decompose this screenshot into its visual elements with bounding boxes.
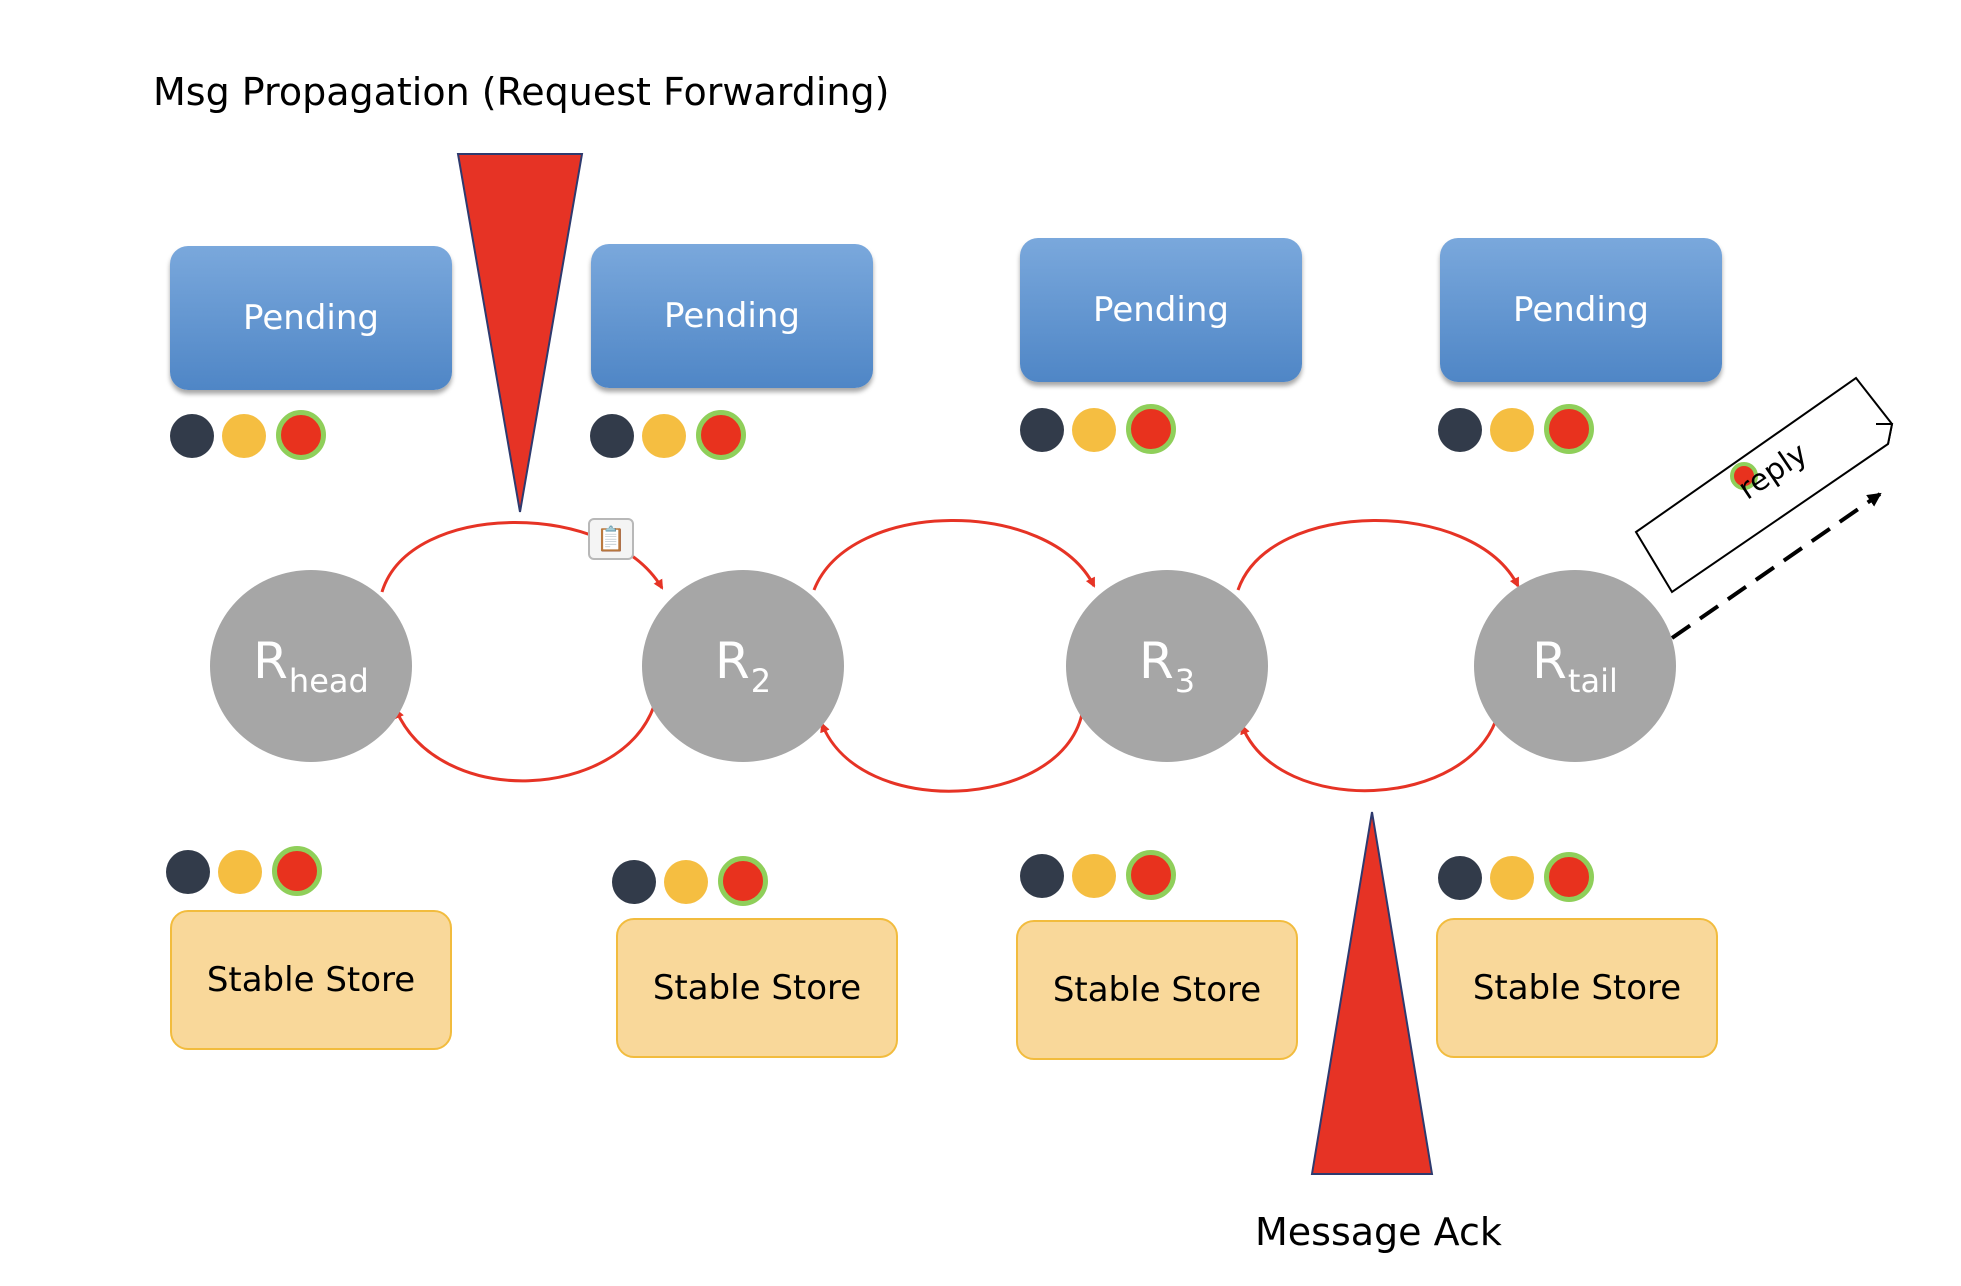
dot-yellow xyxy=(1490,856,1534,900)
replica-node-r2: R2 xyxy=(642,570,844,762)
dot-yellow xyxy=(642,414,686,458)
forward-arrow-r2-r3 xyxy=(812,519,1096,591)
ack-arrow-r2-head xyxy=(394,705,656,783)
dot-red xyxy=(696,410,746,460)
dot-red xyxy=(1126,404,1176,454)
dot-yellow xyxy=(664,860,708,904)
stable-store-tail: Stable Store xyxy=(1436,918,1718,1058)
dot-red xyxy=(1126,850,1176,900)
ack-triangle xyxy=(1310,811,1434,1175)
pending-dots-head xyxy=(170,410,340,460)
forward-arrow-r3-tail xyxy=(1236,519,1520,591)
node-label: Rtail xyxy=(1532,632,1618,700)
forward-arrow-head-r2 xyxy=(380,521,664,593)
node-label: R2 xyxy=(714,632,772,700)
dot-dark xyxy=(1020,408,1064,452)
dot-yellow xyxy=(1490,408,1534,452)
dot-dark xyxy=(1438,408,1482,452)
dot-red xyxy=(272,846,322,896)
dot-dark xyxy=(166,850,210,894)
replica-node-r3: R3 xyxy=(1066,570,1268,762)
clipboard-icon: 📋 xyxy=(588,518,634,560)
replica-node-tail: Rtail xyxy=(1474,570,1676,762)
pending-box-tail: Pending xyxy=(1440,238,1722,382)
stable-dots-tail xyxy=(1438,852,1608,902)
dot-yellow xyxy=(222,414,266,458)
pending-box-r3: Pending xyxy=(1020,238,1302,382)
pending-box-head: Pending xyxy=(170,246,452,390)
stable-store-r3: Stable Store xyxy=(1016,920,1298,1060)
ack-arrow-tail-r3 xyxy=(1240,713,1500,793)
ack-title: Message Ack xyxy=(1255,1210,1502,1254)
dot-red xyxy=(276,410,326,460)
stable-store-r2: Stable Store xyxy=(616,918,898,1058)
node-label: Rhead xyxy=(253,632,369,700)
stable-dots-r2 xyxy=(612,856,782,906)
dot-yellow xyxy=(218,850,262,894)
propagation-title: Msg Propagation (Request Forwarding) xyxy=(153,70,890,114)
node-label: R3 xyxy=(1138,632,1196,700)
dot-red xyxy=(1544,404,1594,454)
stable-dots-r3 xyxy=(1020,850,1190,900)
reply-arrow xyxy=(1670,492,1882,640)
pending-dots-r3 xyxy=(1020,404,1190,454)
dot-yellow xyxy=(1072,408,1116,452)
reply-message-card xyxy=(1634,376,1894,594)
stable-dots-head xyxy=(166,846,336,896)
pending-dots-r2 xyxy=(590,410,760,460)
dot-red xyxy=(1544,852,1594,902)
dot-dark xyxy=(170,414,214,458)
ack-arrow-r3-r2 xyxy=(820,713,1084,793)
dot-dark xyxy=(1020,854,1064,898)
pending-dots-tail xyxy=(1438,404,1608,454)
dot-dark xyxy=(1438,856,1482,900)
propagation-triangle xyxy=(456,153,584,513)
stable-store-head: Stable Store xyxy=(170,910,452,1050)
dot-dark xyxy=(590,414,634,458)
pending-box-r2: Pending xyxy=(591,244,873,388)
dot-dark xyxy=(612,860,656,904)
dot-red xyxy=(718,856,768,906)
replica-node-head: Rhead xyxy=(210,570,412,762)
dot-yellow xyxy=(1072,854,1116,898)
